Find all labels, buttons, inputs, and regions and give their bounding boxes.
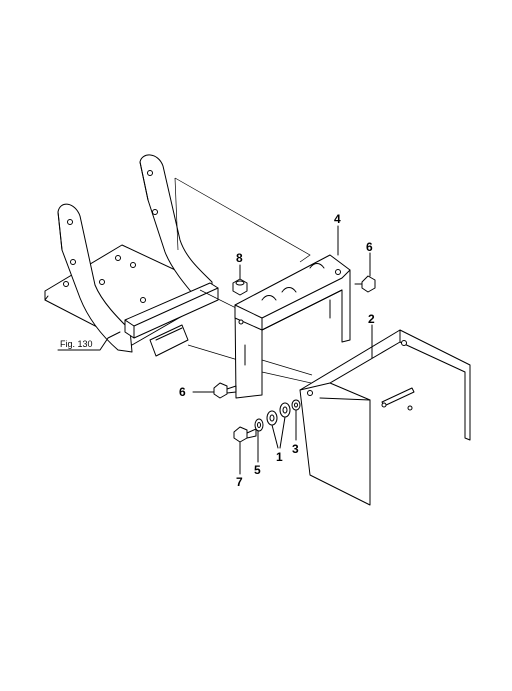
callout-3: 3 — [292, 442, 299, 456]
cover-part-2 — [299, 329, 471, 506]
nut-part-3 — [291, 399, 301, 441]
nut-part-8 — [232, 264, 248, 296]
figure-reference: Fig. 130 — [57, 331, 121, 351]
lock-washer-part-5 — [254, 418, 264, 463]
frame-bracket — [44, 154, 219, 357]
callout-1: 1 — [276, 450, 283, 464]
callout-8: 8 — [236, 251, 243, 265]
bolt-part-7 — [233, 426, 257, 475]
callout-6-lower: 6 — [179, 385, 186, 399]
callout-7: 7 — [236, 475, 243, 489]
callout-4: 4 — [334, 212, 341, 226]
figure-reference-label: Fig. 130 — [60, 339, 93, 349]
washers-part-1 — [266, 402, 291, 449]
bolt-part-6-upper — [354, 252, 376, 293]
callout-2: 2 — [368, 312, 375, 326]
callout-6-upper: 6 — [366, 240, 373, 254]
callout-5: 5 — [254, 463, 261, 477]
mounting-bracket-part-4 — [234, 254, 351, 399]
bolt-part-6-lower — [192, 382, 237, 399]
